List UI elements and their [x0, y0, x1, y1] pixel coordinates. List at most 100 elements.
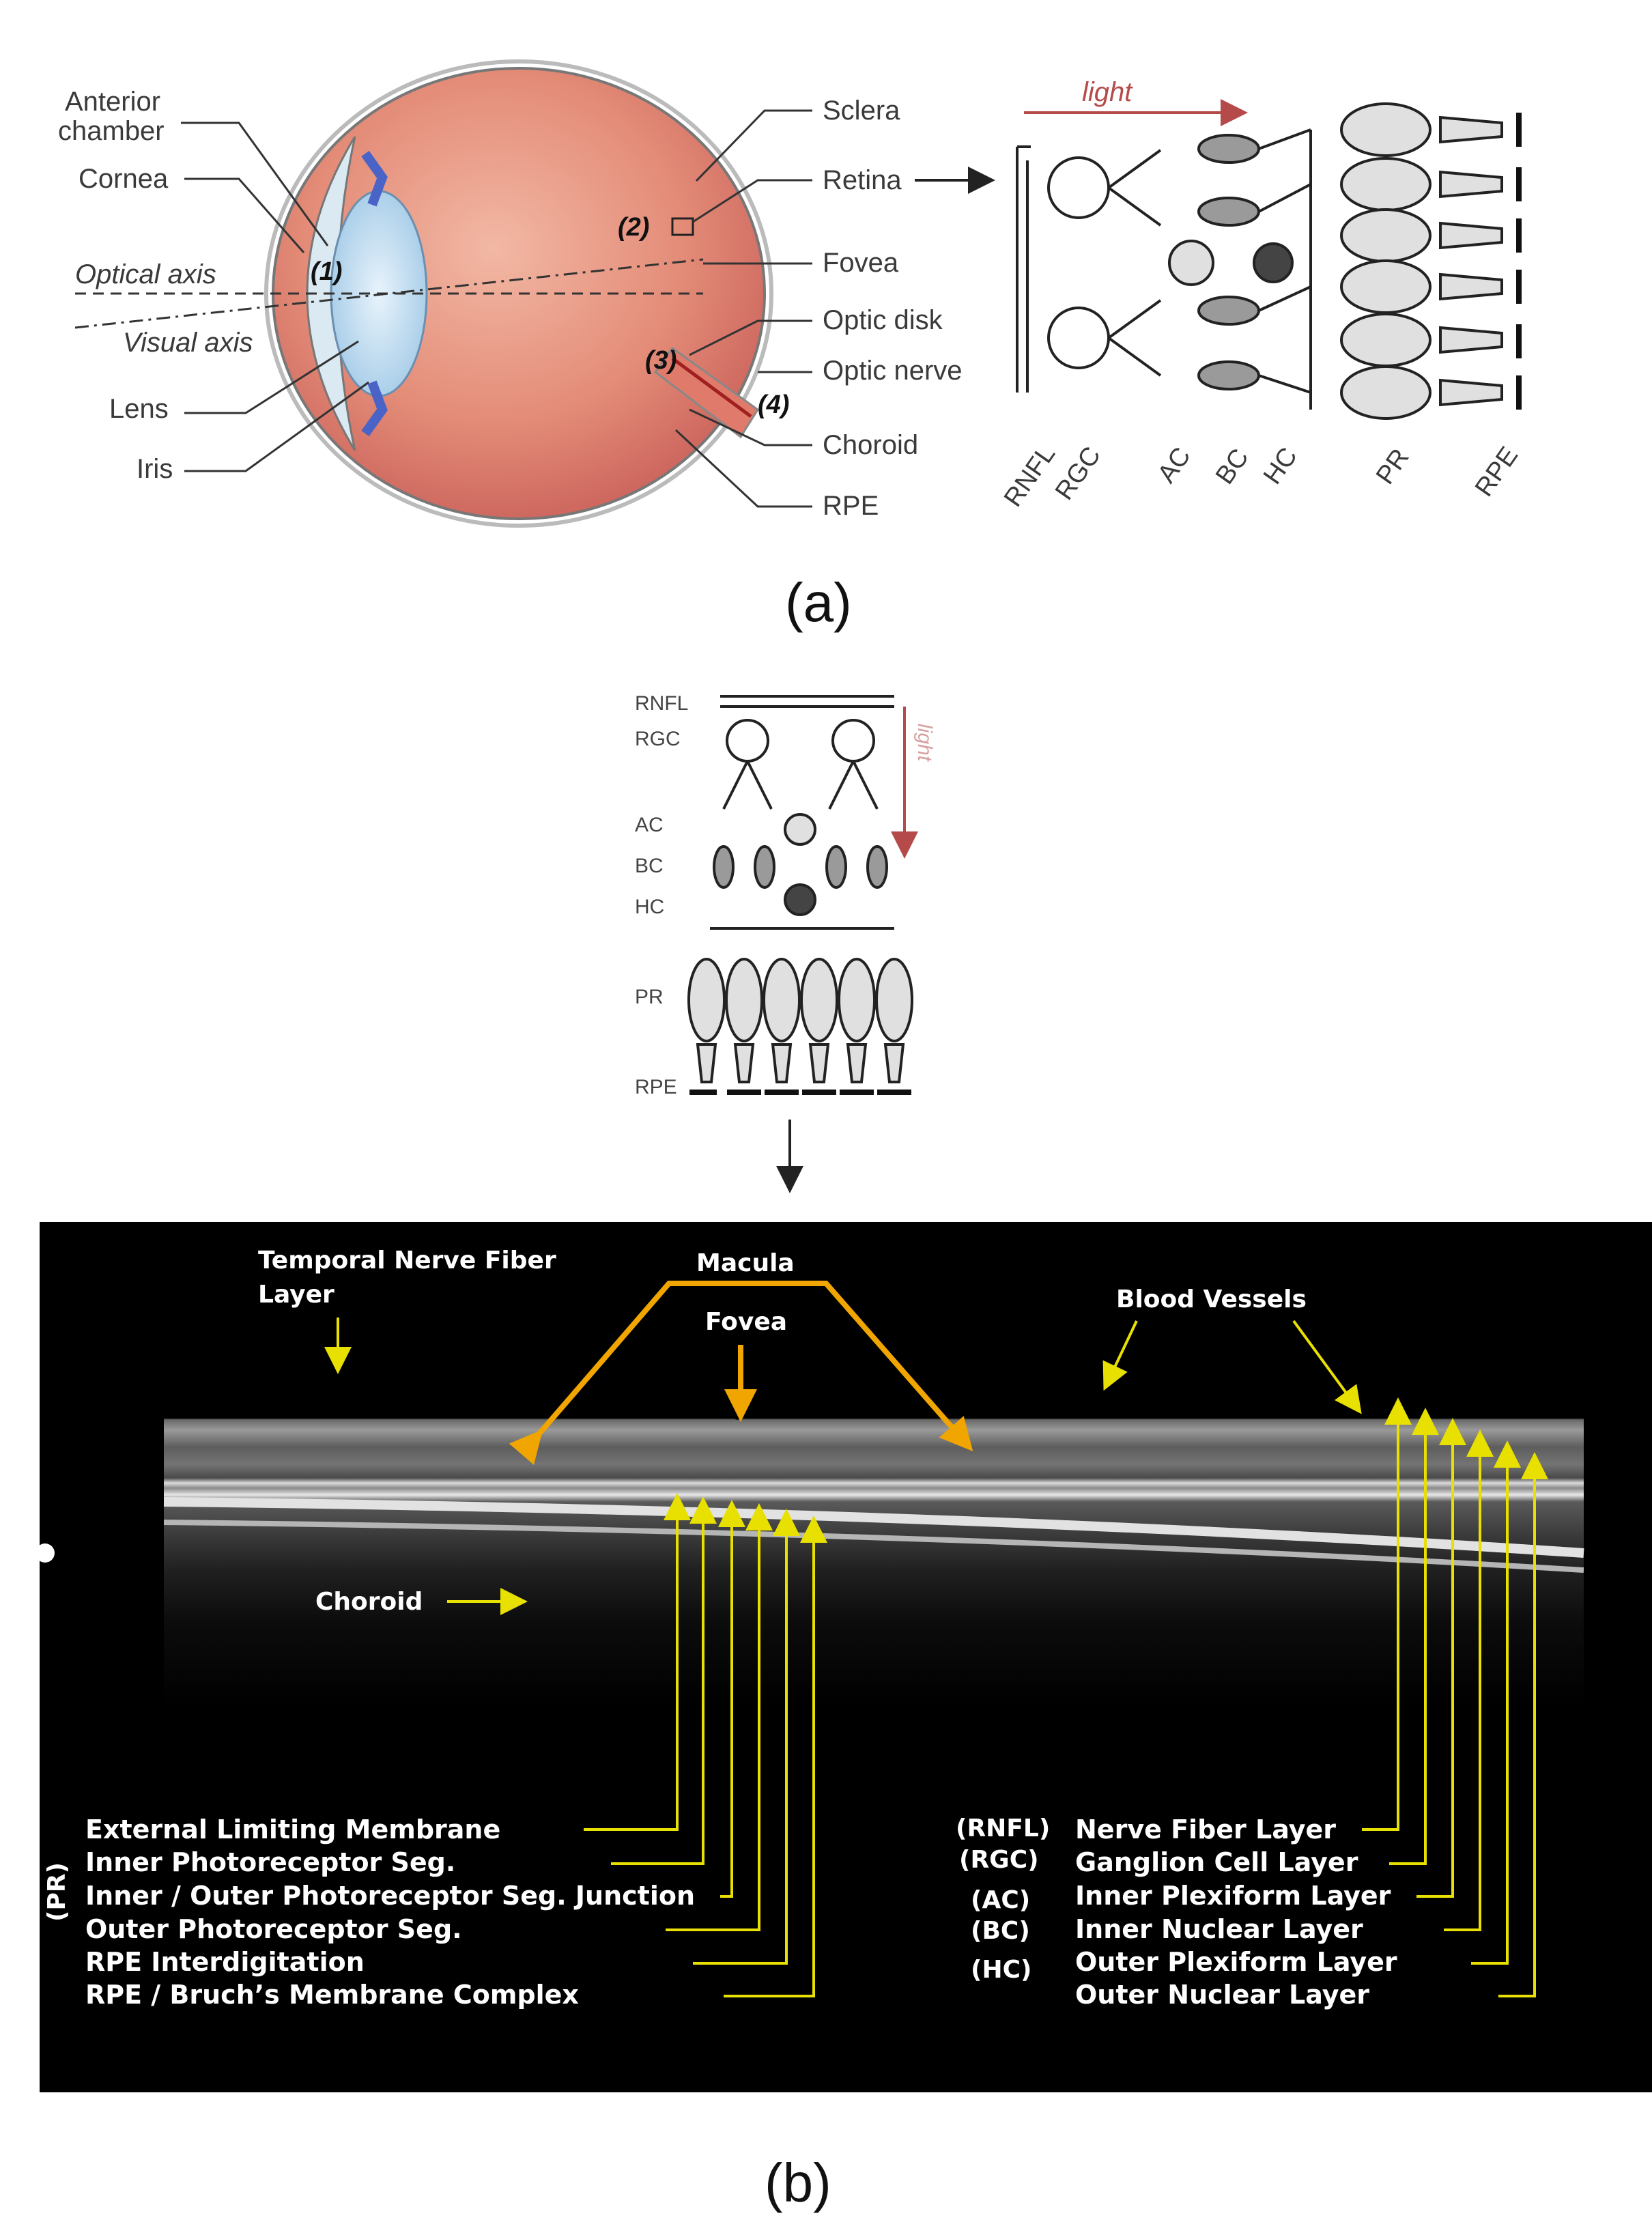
iris-shape	[361, 150, 388, 437]
layer-onl: Outer Nuclear Layer	[1075, 1980, 1369, 2010]
h-label-rpe: RPE	[1470, 442, 1524, 502]
caption-b: (b)	[765, 2152, 831, 2213]
label-retina: Retina	[823, 165, 902, 195]
caption-a: (a)	[785, 572, 852, 633]
oct-right-leaders	[1362, 1397, 1548, 1997]
light-label: light	[1082, 77, 1133, 107]
oct-top-labels: Temporal Nerve Fiber Layer Macula Fovea …	[258, 1247, 1362, 1616]
layer-inl: Inner Nuclear Layer	[1075, 1914, 1363, 1944]
rgc-cell-top	[1047, 156, 1110, 219]
v-rgc-right	[831, 719, 875, 763]
v-label-rpe: RPE	[635, 1076, 677, 1098]
marker-1: (1)	[311, 257, 342, 286]
h-label-pr: PR	[1371, 444, 1415, 489]
leader-iris	[184, 381, 369, 472]
oct-label-blood-vessels: Blood Vessels	[1116, 1285, 1307, 1313]
vertical-layer-labels: RNFL RGC AC BC HC PR RPE	[635, 692, 688, 1098]
oct-macula-bracket	[509, 1281, 973, 1465]
v-photoreceptors	[687, 958, 913, 1083]
label-optical-axis: Optical axis	[75, 259, 216, 289]
label-choroid: Choroid	[823, 430, 918, 460]
v-label-hc: HC	[635, 896, 664, 918]
hc-cell	[1253, 242, 1294, 283]
v-label-rgc: RGC	[635, 728, 681, 750]
label-optic-nerve: Optic nerve	[823, 356, 963, 386]
v-label-pr: PR	[635, 986, 664, 1008]
abbr-rgc: (RGC)	[959, 1846, 1039, 1874]
marker-4: (4)	[758, 390, 789, 419]
oct-label-fovea: Fovea	[705, 1308, 787, 1336]
photoreceptors	[1340, 102, 1503, 420]
visual-axis-line	[74, 258, 704, 329]
oct-arrow-vessel-1	[1102, 1320, 1138, 1391]
oct-side-marker	[35, 1543, 55, 1563]
leader-retina	[692, 179, 812, 223]
oct-right-layer-list: (RNFL) (RGC) (AC) (BC) (HC) Nerve Fiber …	[956, 1397, 1548, 2010]
marker-2: (2)	[618, 213, 649, 242]
oct-label-choroid: Choroid	[315, 1588, 423, 1616]
retina-layers-vertical: RNFL RGC AC BC HC PR RPE	[635, 692, 936, 1098]
layer-nfl: Nerve Fiber Layer	[1075, 1814, 1336, 1845]
label-lens: Lens	[109, 394, 169, 424]
label-iris: Iris	[137, 454, 173, 484]
v-hc-cell	[784, 883, 816, 916]
h-label-ac: AC	[1152, 442, 1197, 488]
v-ac-cell	[784, 813, 816, 846]
bc-cell-2	[1197, 197, 1260, 227]
h-label-rnfl: RNFL	[999, 440, 1061, 512]
oct-label-temporal-nfl-2: Layer	[258, 1281, 334, 1309]
pr-connections	[1258, 128, 1312, 410]
label-optic-disk: Optic disk	[823, 305, 943, 335]
eye-diagram	[74, 59, 773, 528]
rnfl-lines	[1016, 145, 1031, 393]
bc-cell-4	[1197, 360, 1260, 390]
layer-inner-pr-seg: Inner Photoreceptor Seg.	[85, 1847, 455, 1877]
label-visual-axis: Visual axis	[123, 328, 253, 358]
layer-opl: Outer Plexiform Layer	[1075, 1947, 1397, 1977]
abbr-bc: (BC)	[971, 1917, 1030, 1945]
leader-choroid	[689, 408, 812, 446]
layer-is-os-junction: Inner / Outer Photoreceptor Seg. Junctio…	[85, 1881, 695, 1911]
v-label-ac: AC	[635, 814, 664, 836]
label-cornea: Cornea	[79, 164, 169, 194]
leader-cornea	[184, 177, 305, 253]
layer-rpe-bruch: RPE / Bruch’s Membrane Complex	[85, 1980, 579, 2010]
rgc-dendrites	[1107, 149, 1162, 377]
layer-elm: External Limiting Membrane	[85, 1814, 500, 1845]
layer-gcl: Ganglion Cell Layer	[1075, 1847, 1358, 1877]
layer-outer-pr-seg: Outer Photoreceptor Seg.	[85, 1914, 462, 1944]
h-label-rgc: RGC	[1050, 442, 1107, 505]
oct-label-macula: Macula	[696, 1249, 795, 1277]
oct-left-layer-list: External Limiting Membrane Inner Photore…	[43, 1493, 827, 2010]
sclera-rim	[264, 59, 773, 528]
retina-layers-horizontal: light	[1016, 77, 1522, 420]
v-rgc-left	[726, 719, 769, 763]
abbr-ac: (AC)	[971, 1886, 1030, 1914]
h-label-bc: BC	[1210, 444, 1255, 489]
rgc-cell-bottom	[1047, 307, 1110, 369]
label-anterior-chamber-1: Anterior	[65, 87, 160, 117]
label-fovea: Fovea	[823, 248, 899, 278]
abbr-hc: (HC)	[971, 1956, 1031, 1984]
ac-cell	[1168, 240, 1214, 286]
oct-label-temporal-nfl-1: Temporal Nerve Fiber	[258, 1247, 556, 1275]
v-label-rnfl: RNFL	[635, 692, 688, 715]
layer-ipl: Inner Plexiform Layer	[1075, 1881, 1391, 1911]
v-rnfl-lines	[720, 695, 894, 708]
leader-rpe	[674, 429, 812, 508]
marker-3: (3)	[645, 346, 677, 375]
oct-arrow-vessel-2	[1292, 1320, 1362, 1414]
v-light-label: light	[913, 724, 936, 763]
bc-cell-1	[1197, 134, 1260, 164]
label-sclera: Sclera	[823, 96, 900, 126]
oct-label-pr: (PR)	[43, 1862, 71, 1922]
v-bc-cells	[713, 845, 888, 889]
label-rpe: RPE	[823, 491, 879, 521]
abbr-rnfl: (RNFL)	[956, 1814, 1050, 1842]
leader-lens	[184, 340, 359, 414]
eye-labels-left: Anterior chamber Cornea Optical axis Vis…	[58, 87, 369, 484]
retina-layer-labels-horizontal: RNFL RGC AC BC HC PR RPE	[999, 440, 1524, 512]
v-label-bc: BC	[635, 855, 664, 877]
leader-sclera	[695, 109, 812, 182]
